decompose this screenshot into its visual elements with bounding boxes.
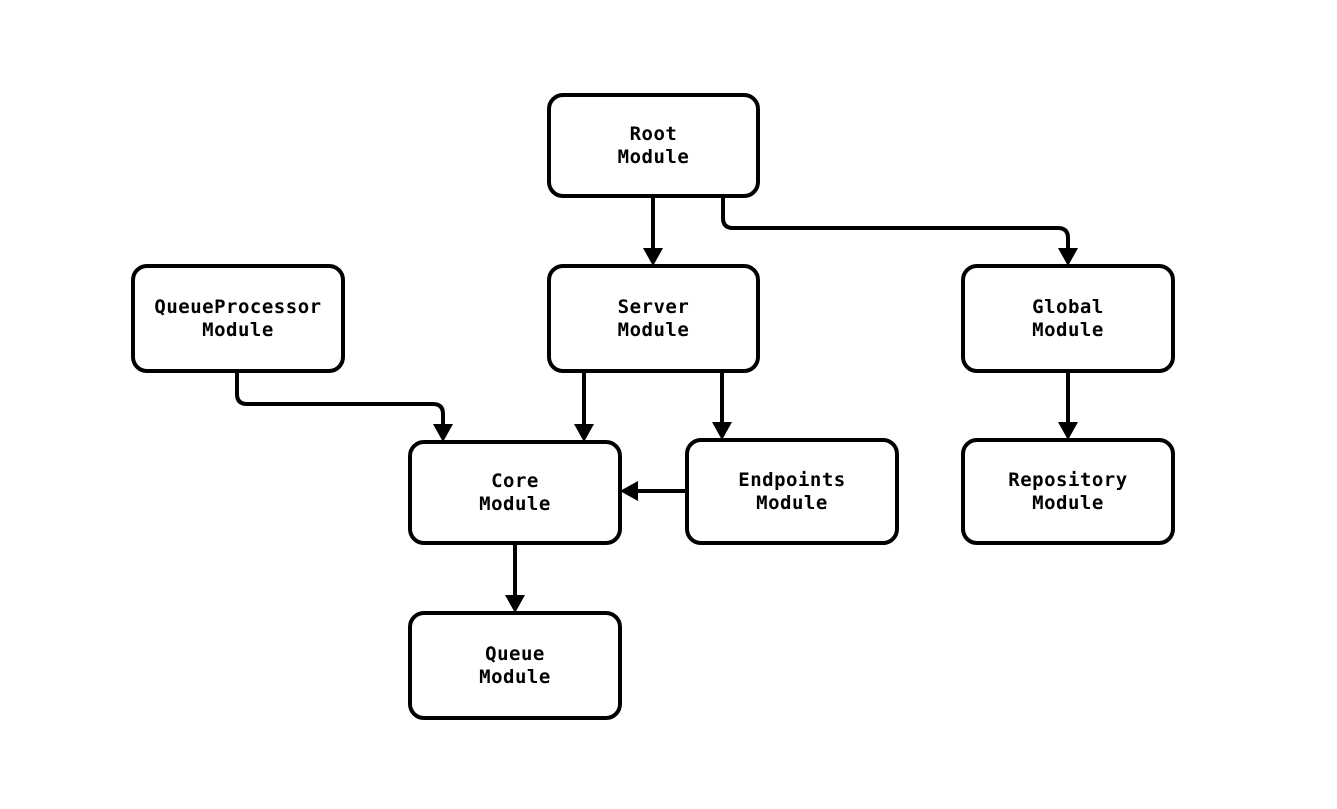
edge-root-to-server bbox=[643, 196, 663, 266]
nodes-layer: RootModuleQueueProcessorModuleServerModu… bbox=[131, 93, 1175, 720]
edge-endpoints-to-core bbox=[620, 481, 687, 501]
edge-line bbox=[721, 196, 1070, 252]
edge-server-to-core bbox=[574, 371, 594, 442]
edge-global-to-repository bbox=[1058, 371, 1078, 440]
node-box-queueprocessor[interactable] bbox=[131, 264, 345, 373]
edge-core-to-queue bbox=[505, 543, 525, 613]
node-box-core[interactable] bbox=[408, 440, 622, 545]
node-label-suffix-endpoints: Module bbox=[756, 492, 828, 514]
node-box-queue[interactable] bbox=[408, 611, 622, 720]
edge-queueprocessor-to-core bbox=[235, 371, 453, 442]
node-label-suffix-queueprocessor: Module bbox=[202, 319, 274, 341]
arrowhead-icon bbox=[643, 248, 663, 266]
node-label-suffix-global: Module bbox=[1032, 319, 1104, 341]
node-label-name-core: Core bbox=[491, 470, 539, 492]
arrowhead-icon bbox=[1058, 248, 1078, 266]
arrowhead-icon bbox=[1058, 422, 1078, 440]
node-label-name-queue: Queue bbox=[485, 643, 545, 665]
node-label-name-server: Server bbox=[618, 296, 690, 318]
node-label-suffix-server: Module bbox=[618, 319, 690, 341]
node-label-suffix-root: Module bbox=[618, 146, 690, 168]
node-box-endpoints[interactable] bbox=[685, 438, 899, 545]
node-label-suffix-queue: Module bbox=[479, 666, 551, 688]
arrowhead-icon bbox=[574, 424, 594, 442]
edges-layer bbox=[235, 196, 1078, 613]
node-label-name-endpoints: Endpoints bbox=[738, 469, 845, 491]
node-label-name-queueprocessor: QueueProcessor bbox=[154, 296, 321, 318]
node-label-name-repository: Repository bbox=[1008, 469, 1127, 491]
edge-root-to-global bbox=[721, 196, 1078, 266]
arrowhead-icon bbox=[712, 422, 732, 440]
arrowhead-icon bbox=[620, 481, 638, 501]
node-box-server[interactable] bbox=[547, 264, 760, 373]
node-label-name-root: Root bbox=[630, 123, 678, 145]
node-label-name-global: Global bbox=[1032, 296, 1104, 318]
arrowhead-icon bbox=[433, 424, 453, 442]
node-label-suffix-repository: Module bbox=[1032, 492, 1104, 514]
edge-line bbox=[235, 371, 445, 428]
node-box-global[interactable] bbox=[961, 264, 1175, 373]
node-box-root[interactable] bbox=[547, 93, 760, 198]
arrowhead-icon bbox=[505, 595, 525, 613]
node-label-suffix-core: Module bbox=[479, 493, 551, 515]
edge-server-to-endpoints bbox=[712, 371, 732, 440]
node-box-repository[interactable] bbox=[961, 438, 1175, 545]
